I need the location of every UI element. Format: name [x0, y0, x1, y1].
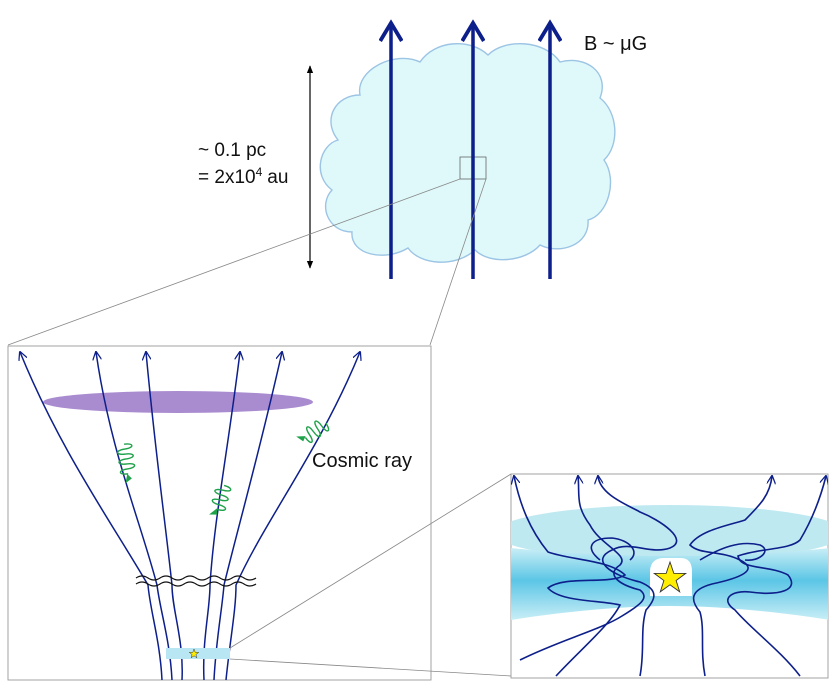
- field-strength-label: B ~ μG: [584, 33, 647, 55]
- cosmic-ray-helix-3: [296, 420, 330, 444]
- core-line-3: [598, 476, 678, 677]
- funnel-line-2: [96, 352, 173, 681]
- magnetic-field-lines-large: [391, 23, 550, 279]
- cosmic-ray-helix-1: [116, 443, 136, 484]
- core-disk-top: [511, 505, 828, 561]
- core-line-5: [727, 476, 826, 677]
- star-icon-small: [188, 648, 200, 659]
- funnel-line-5: [213, 352, 282, 681]
- core-line-2: [519, 476, 645, 661]
- zoom-projection-top: [7, 178, 487, 346]
- core-slab-small: [166, 648, 230, 659]
- core-inset-panel: [510, 473, 829, 679]
- scale-label-line2: = 2x104 au: [198, 165, 288, 188]
- scale-label-exponent: 4: [256, 165, 263, 179]
- zoom-projection-core: [229, 473, 512, 677]
- funnel-line-1: [20, 352, 163, 681]
- cloud-shape: [319, 43, 616, 263]
- ionization-disk: [43, 391, 313, 413]
- cosmic-ray-helix-2: [209, 484, 232, 515]
- funnel-field-lines: [20, 352, 360, 681]
- axis-break-mark: [135, 575, 257, 587]
- scale-label-suffix: au: [267, 167, 288, 188]
- core-line-6: [699, 542, 766, 561]
- core-line-7: [590, 537, 635, 561]
- core-line-1: [514, 476, 627, 677]
- core-field-lines: [514, 476, 826, 677]
- molecular-cloud: [319, 43, 616, 263]
- scale-label-line1: ~ 0.1 pc: [198, 140, 266, 161]
- funnel-panel: Cosmic ray: [7, 345, 432, 681]
- cosmic-ray-label: Cosmic ray: [312, 450, 412, 472]
- funnel-line-4: [202, 352, 240, 681]
- cosmic-ray-helices: [116, 420, 330, 515]
- scale-label-prefix: = 2x10: [198, 167, 256, 188]
- scale-bar: ~ 0.1 pc = 2x104 au: [198, 65, 314, 269]
- funnel-line-3: [146, 352, 183, 681]
- funnel-line-6: [225, 352, 360, 681]
- star-icon-large: [652, 560, 688, 593]
